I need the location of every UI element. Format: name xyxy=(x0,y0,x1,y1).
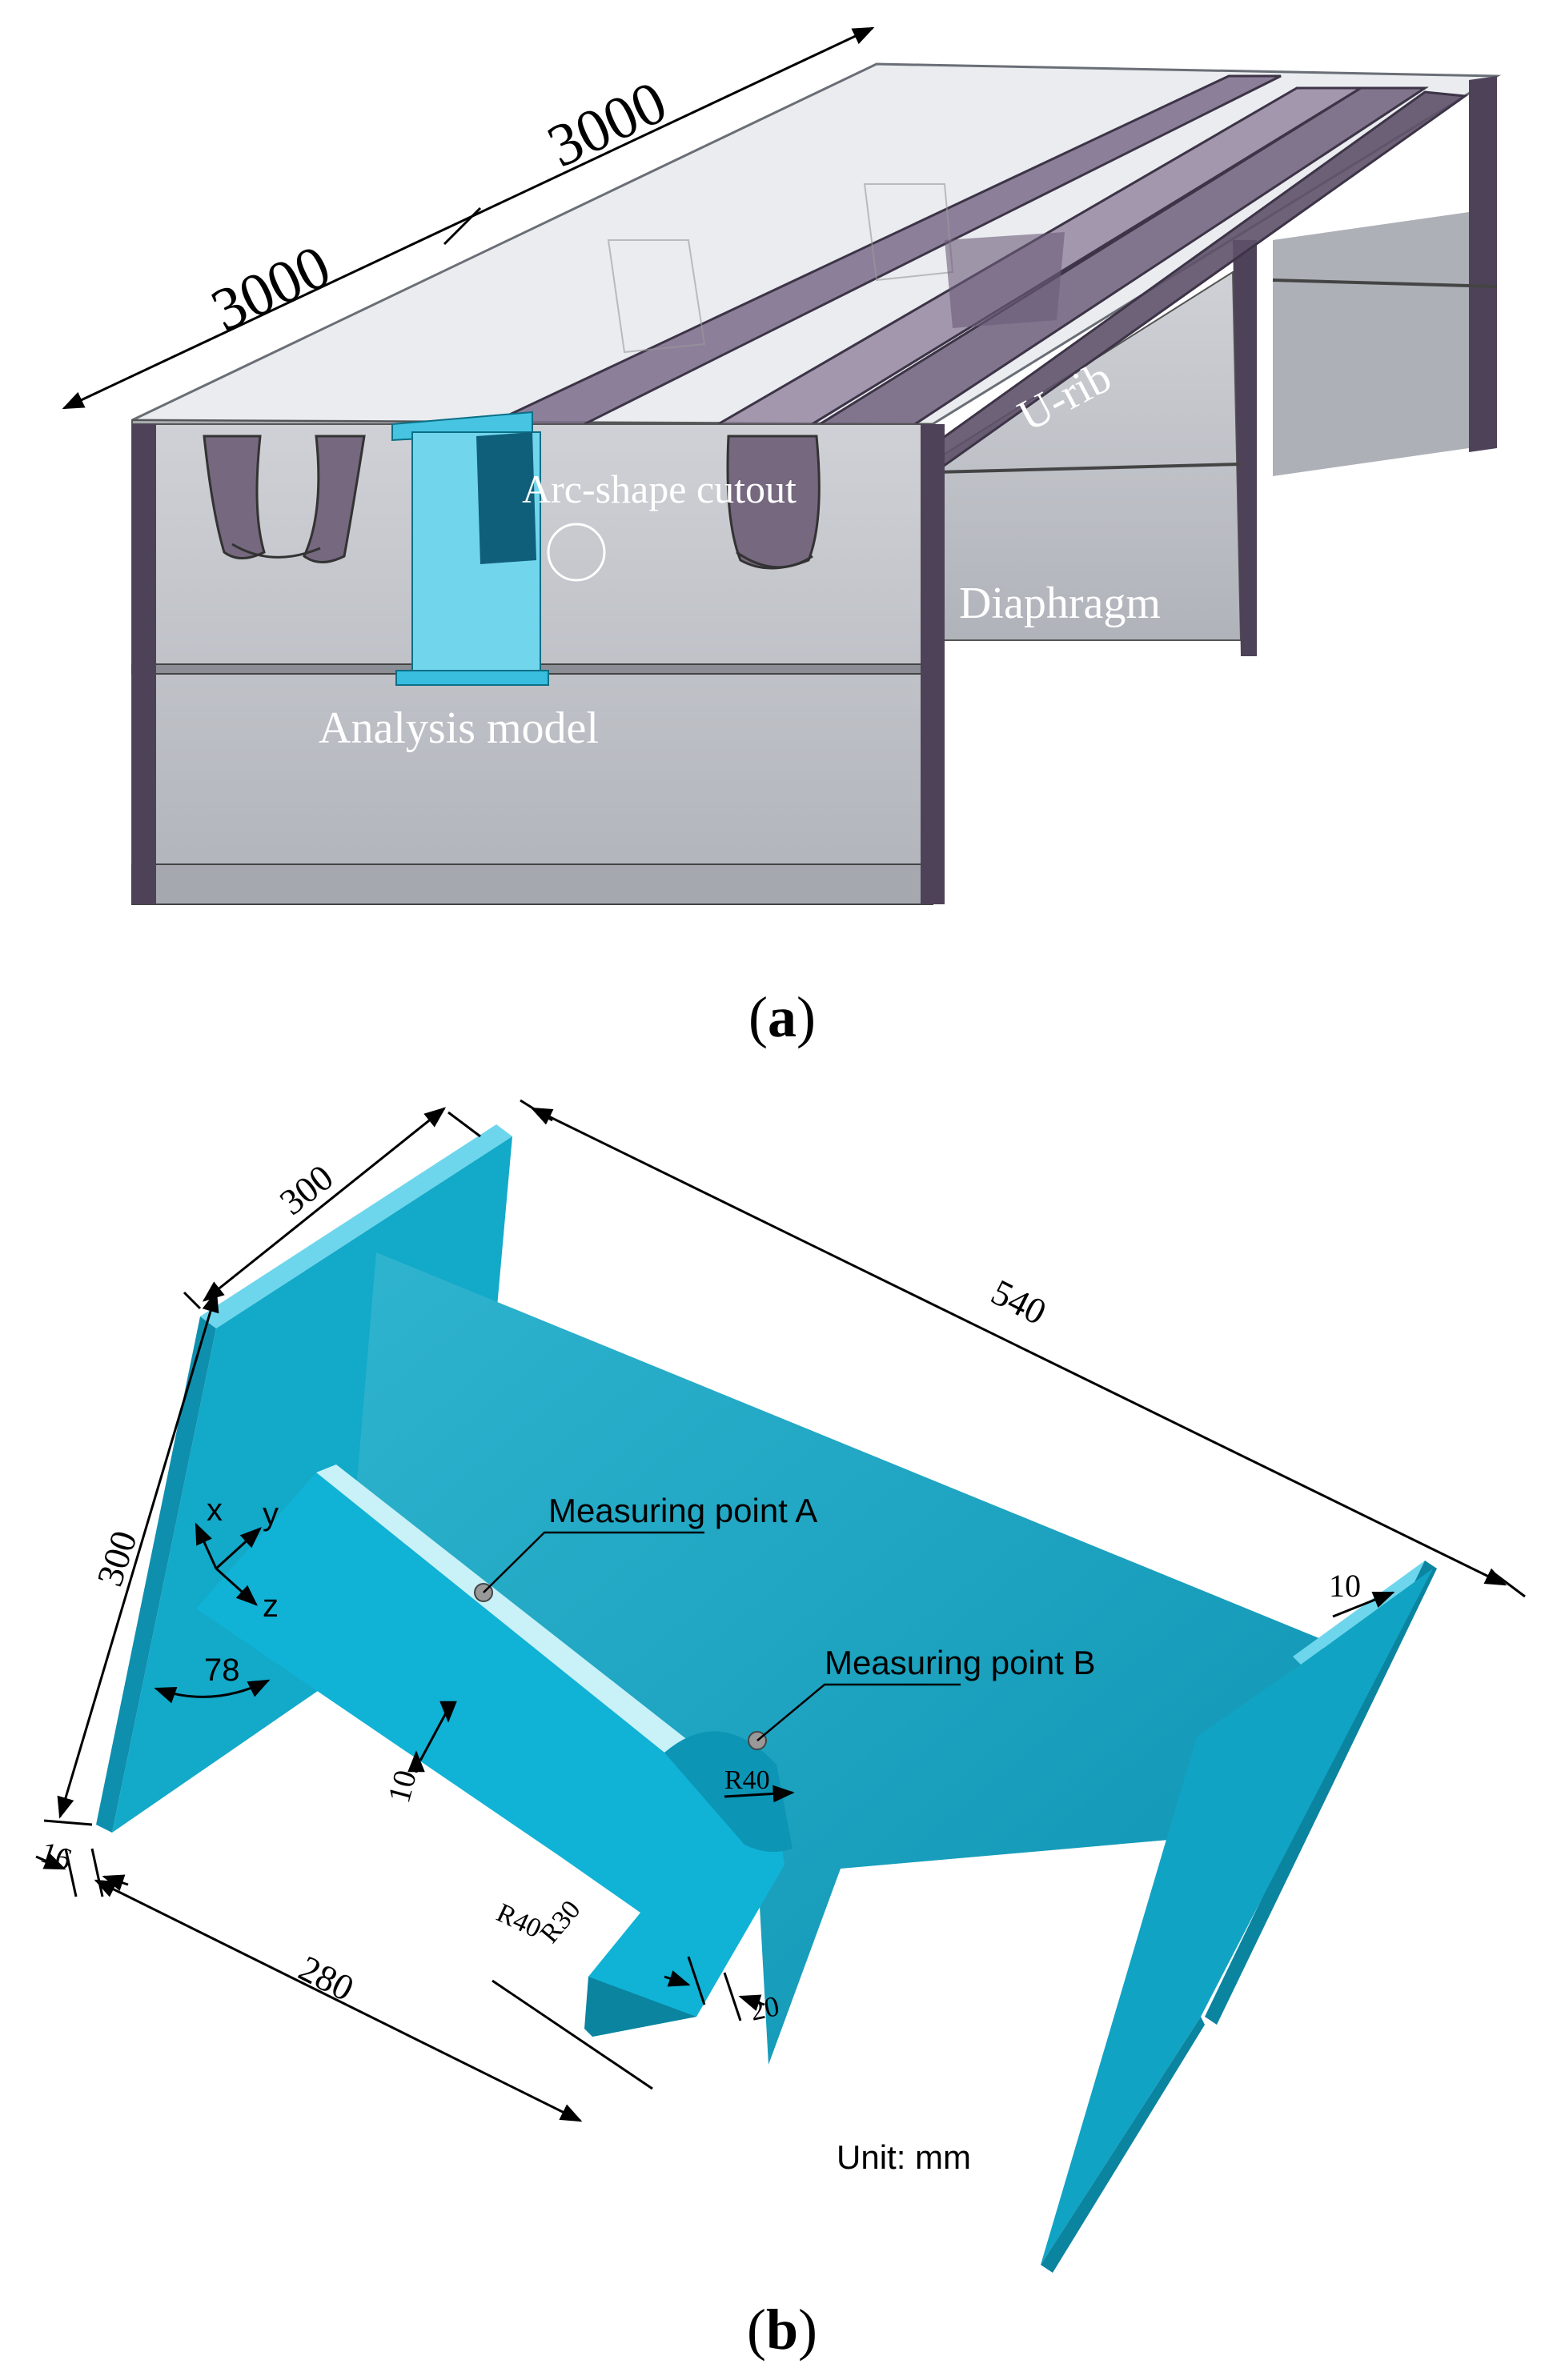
axis-x-label: x xyxy=(207,1493,223,1528)
label-arc-shape-cutout: Arc-shape cutout xyxy=(522,467,797,511)
label-measuring-point-b: Measuring point B xyxy=(825,1644,1096,1681)
dim-lines-b xyxy=(35,1099,1526,2122)
dim-r40-top: R40 xyxy=(724,1765,770,1795)
panel-a: 3000 3000 U-rib Arc-shape cutout Diaphra… xyxy=(62,26,1502,1049)
axis-y-label: y xyxy=(263,1497,279,1532)
axis-z-label: z xyxy=(263,1589,279,1624)
cutout-marker xyxy=(547,523,606,582)
dim-540-length: 540 xyxy=(985,1271,1053,1332)
dim-300-height: 300 xyxy=(89,1526,145,1591)
label-measuring-point-a: Measuring point A xyxy=(548,1492,817,1529)
right-flange xyxy=(1041,1561,1437,2273)
dim-280-rib-span: 280 xyxy=(292,1947,360,2009)
dim-300-flange-width: 300 xyxy=(272,1156,341,1223)
dim-3000-left: 3000 xyxy=(202,232,340,344)
dim-r40-bottom: R40 xyxy=(492,1898,546,1944)
caption-b: (b) xyxy=(747,2298,817,2362)
panel-b: x y z xyxy=(35,1099,1526,2362)
dim-20-gap: 20 xyxy=(747,1989,782,2027)
label-analysis-model: Analysis model xyxy=(319,703,599,753)
dim-lines-a xyxy=(62,26,875,410)
dim-10-end-thickness: 10 xyxy=(1329,1568,1361,1604)
dim-3000-right: 3000 xyxy=(538,68,676,180)
label-diaphragm: Diaphragm xyxy=(959,579,1161,628)
u-rib-piece xyxy=(196,1464,793,2037)
analysis-model-block xyxy=(391,411,549,686)
diaphragm-far xyxy=(1272,76,1498,476)
label-unit: Unit: mm xyxy=(837,2138,971,2176)
caption-a: (a) xyxy=(748,985,816,1049)
dim-78-angle: 78 xyxy=(204,1653,240,1688)
dim-r30: R30 xyxy=(535,1895,587,1949)
